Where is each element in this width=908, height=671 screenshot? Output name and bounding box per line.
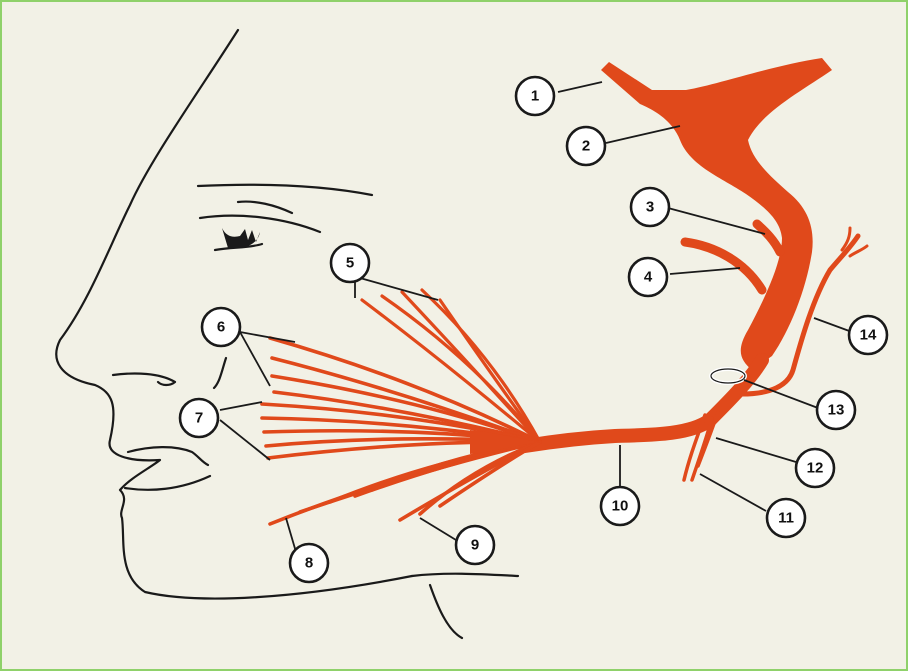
- fan-branch: [300, 442, 540, 512]
- callout-6: 6: [202, 308, 240, 346]
- callout-2-label: 2: [582, 138, 590, 155]
- callout-7: 7: [180, 399, 218, 437]
- fan-branch: [382, 296, 540, 442]
- leader-11: [700, 474, 766, 511]
- nerve-fan: [262, 290, 540, 524]
- callout-14-label: 14: [860, 327, 877, 344]
- callout-9-label: 9: [471, 537, 479, 554]
- leader-6a: [240, 332, 270, 386]
- callout-5: 5: [331, 244, 369, 282]
- callout-12-label: 12: [807, 460, 824, 477]
- leader-1: [558, 82, 602, 92]
- callout-6-label: 6: [217, 319, 225, 336]
- upper-eyelid: [200, 216, 320, 232]
- callout-1-label: 1: [531, 88, 539, 105]
- fan-branch: [355, 442, 540, 496]
- leader-14: [814, 318, 852, 332]
- branch-4: [685, 242, 762, 290]
- facial-nerve: [525, 58, 867, 480]
- callout-1: 1: [516, 77, 554, 115]
- leader-12: [716, 438, 796, 462]
- callout-4: 4: [629, 258, 667, 296]
- eyebrow: [198, 185, 372, 195]
- callout-3-label: 3: [646, 199, 654, 216]
- leader-6b: [240, 332, 295, 342]
- branch-3: [757, 224, 780, 252]
- callout-9: 9: [456, 526, 494, 564]
- branch-14-twig-b: [850, 246, 867, 256]
- lower-lip: [125, 476, 210, 490]
- eye-top-lid: [238, 202, 292, 213]
- nerve-trunk: [525, 360, 762, 446]
- callout-3: 3: [631, 188, 669, 226]
- callout-8-label: 8: [305, 555, 313, 572]
- callout-4-label: 4: [644, 269, 653, 286]
- leader-7a: [220, 402, 262, 410]
- leader-8: [286, 518, 296, 552]
- leader-2: [606, 126, 680, 143]
- leader-4: [670, 268, 740, 274]
- stylomastoid-ring-outline: [711, 369, 745, 383]
- nose-tip: [113, 373, 175, 385]
- callout-7-label: 7: [195, 410, 203, 427]
- leader-5b: [360, 278, 438, 300]
- neck-line: [430, 585, 462, 638]
- callout-8: 8: [290, 544, 328, 582]
- face-outline: [56, 30, 518, 638]
- leader-9: [420, 518, 456, 540]
- callout-12: 12: [796, 449, 834, 487]
- callout-13-label: 13: [828, 402, 845, 419]
- leader-3: [668, 208, 765, 234]
- callout-2: 2: [567, 127, 605, 165]
- callout-5-label: 5: [346, 255, 354, 272]
- upper-lip: [128, 447, 208, 465]
- nasolabial-fold: [214, 358, 226, 388]
- jaw-line: [412, 574, 518, 576]
- callout-10: 10: [601, 487, 639, 525]
- callout-13: 13: [817, 391, 855, 429]
- callout-14: 14: [849, 316, 887, 354]
- callout-10-label: 10: [612, 498, 629, 515]
- leader-7b: [220, 420, 270, 460]
- callout-11: 11: [767, 499, 805, 537]
- callout-11-label: 11: [778, 510, 794, 527]
